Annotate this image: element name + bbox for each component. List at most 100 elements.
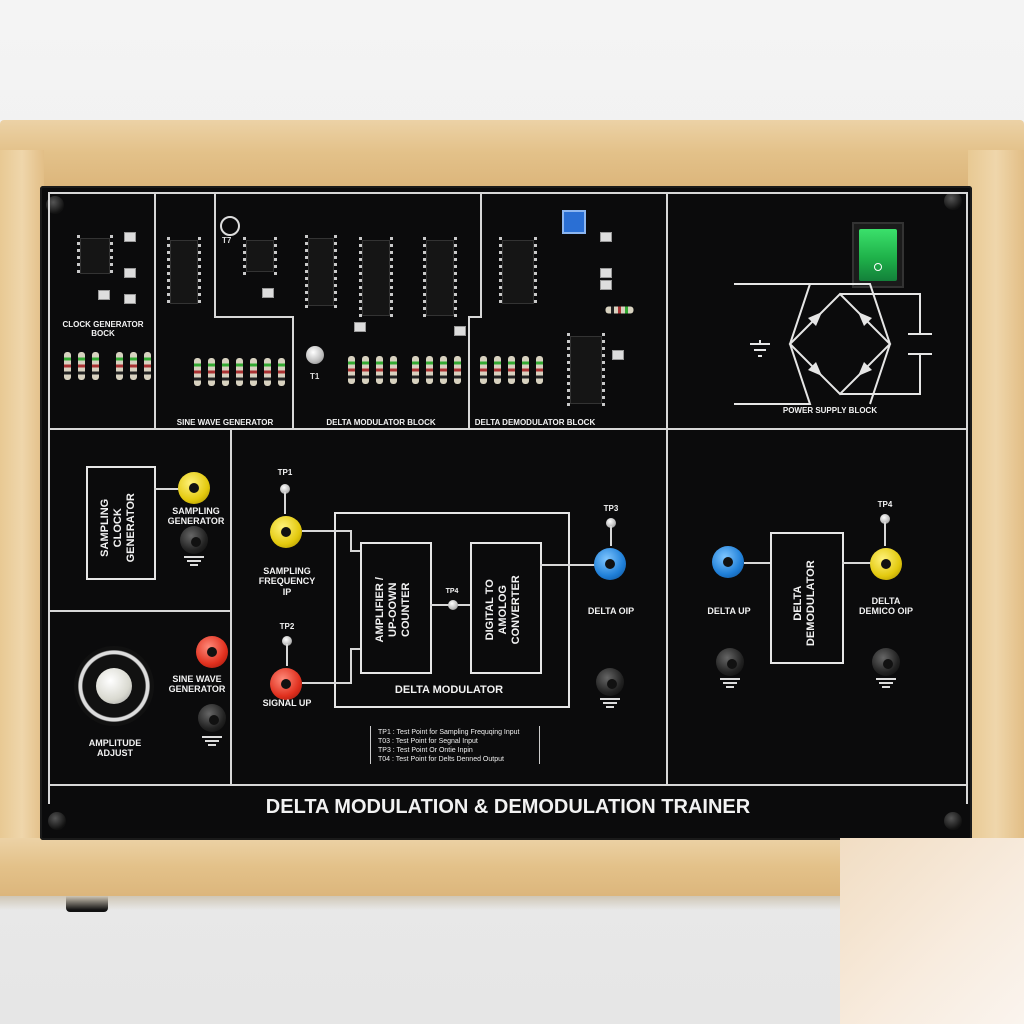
amplifier-counter-box	[360, 542, 432, 674]
signal-up-jack[interactable]	[270, 668, 302, 700]
ic-chip	[359, 237, 393, 319]
power-supply-block-label: POWER SUPPLY BLOCK	[782, 406, 878, 415]
test-point-tp3[interactable]	[606, 518, 616, 528]
power-switch[interactable]	[852, 222, 904, 288]
ground-icon	[875, 678, 897, 692]
tp4-modulator-label: TP4	[445, 588, 459, 595]
sampling-generator-jack-yellow[interactable]	[178, 472, 210, 504]
ic-chip	[423, 237, 457, 319]
sampling-generator-label: SAMPLING GENERATOR	[167, 506, 225, 527]
wire	[610, 526, 612, 546]
delta-oip-label: DELTA OIP	[587, 606, 635, 616]
amplitude-adjust-knob[interactable]	[74, 646, 154, 726]
wire	[350, 648, 362, 650]
tp4-demodulator-label: TP4	[877, 500, 893, 509]
resistor	[390, 356, 397, 384]
sampling-clock-generator-label: SAMPLING CLOCK GENERATOR	[99, 493, 138, 563]
divider	[214, 316, 292, 318]
wire	[154, 488, 180, 490]
sampling-frequency-jack[interactable]	[270, 516, 302, 548]
screw-icon	[46, 196, 64, 214]
test-point-tp4-modulator[interactable]	[448, 600, 458, 610]
resistor	[236, 358, 243, 386]
divider	[48, 610, 230, 612]
ground-icon	[719, 678, 741, 692]
delta-demodulator-block-label: DELTA DEMODULATOR BLOCK	[474, 418, 596, 427]
test-point-tp4-demodulator[interactable]	[880, 514, 890, 524]
screw-icon	[944, 812, 962, 830]
resistor	[144, 352, 151, 380]
resistor	[522, 356, 529, 384]
resistor	[78, 352, 85, 380]
capacitor	[124, 268, 136, 278]
amplitude-adjust-label: AMPLITUDE ADJUST	[88, 738, 142, 759]
resistor	[194, 358, 201, 386]
capacitor	[600, 268, 612, 278]
sine-wave-generator-jack-red[interactable]	[196, 636, 228, 668]
screw-icon	[944, 192, 962, 210]
capacitor	[354, 322, 366, 332]
sampling-frequency-label: SAMPLING FREQUENCY IP	[258, 566, 316, 597]
wire	[350, 648, 352, 684]
demodulator-box	[770, 532, 844, 664]
wire	[884, 522, 886, 546]
resistor	[348, 356, 355, 384]
delta-up-ground-jack[interactable]	[716, 648, 744, 676]
resistor	[480, 356, 487, 384]
trainer-title: DELTA MODULATION & DEMODULATION TRAINER	[265, 796, 751, 818]
delta-modulator-block-label: DELTA MODULATOR BLOCK	[326, 418, 436, 427]
divider	[966, 192, 968, 804]
t7-label: T7	[222, 236, 232, 245]
wire	[350, 550, 362, 552]
divider	[48, 192, 50, 804]
test-point-tp2[interactable]	[282, 636, 292, 646]
capacitor	[600, 232, 612, 242]
trim-potentiometer	[562, 210, 586, 234]
divider	[230, 428, 232, 784]
power-on-icon	[874, 263, 882, 271]
legend-frame	[370, 726, 540, 764]
enclosure-bottom-rail	[0, 838, 840, 896]
resistor	[454, 356, 461, 384]
dac-label: DIGITAL TO AMOLOG CONVERTER	[484, 575, 523, 645]
delta-up-jack-blue[interactable]	[712, 546, 744, 578]
tp2-label: TP2	[279, 622, 295, 631]
resistor	[508, 356, 515, 384]
legend-line-4: T04 : Test Point for Delts Denned Output	[378, 756, 504, 763]
delta-up-label: DELTA UP	[707, 606, 751, 616]
divider	[468, 316, 470, 428]
resistor	[426, 356, 433, 384]
divider	[48, 192, 968, 194]
delta-demico-ground-jack[interactable]	[872, 648, 900, 676]
ground-icon	[201, 736, 223, 750]
resistor	[440, 356, 447, 384]
wire	[744, 562, 770, 564]
delta-oip-ground-jack[interactable]	[596, 668, 624, 696]
ic-chip	[243, 237, 277, 275]
knob-cap[interactable]	[96, 668, 132, 704]
resistor	[362, 356, 369, 384]
ground-icon	[183, 556, 205, 570]
resistor	[116, 352, 123, 380]
delta-demico-oip-jack-yellow[interactable]	[870, 548, 902, 580]
dac-box	[470, 542, 542, 674]
sampling-generator-ground-jack[interactable]	[180, 526, 208, 554]
test-point-tp1[interactable]	[280, 484, 290, 494]
sine-wave-generator-label: SINE WAVE GENERATOR	[168, 674, 226, 695]
enclosure-top-rail	[0, 120, 1024, 186]
resistor	[64, 352, 71, 380]
ic-chip	[499, 237, 537, 307]
t1-label: T1	[310, 372, 320, 381]
divider	[154, 194, 156, 428]
sine-wave-ground-jack[interactable]	[198, 704, 226, 732]
tp1-label: TP1	[277, 468, 293, 477]
resistor	[264, 358, 271, 386]
transistor-t7	[220, 216, 240, 236]
legend-line-3: TP3 : Test Point Or Ontie Inpin	[378, 747, 473, 754]
divider	[48, 784, 968, 786]
bridge-rectifier-diagram	[734, 283, 932, 405]
delta-oip-jack-blue[interactable]	[594, 548, 626, 580]
power-switch-rocker[interactable]	[859, 229, 897, 281]
divider	[480, 194, 482, 318]
ic-chip	[77, 235, 113, 277]
